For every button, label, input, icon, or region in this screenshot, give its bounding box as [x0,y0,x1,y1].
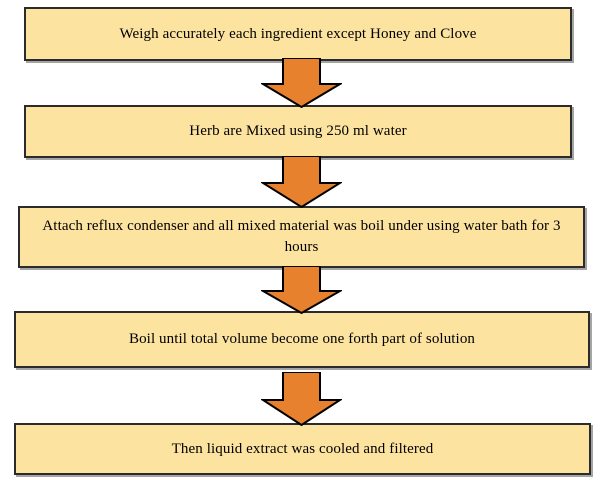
flowchart-node-label: Weigh accurately each ingredient except … [119,25,477,42]
flowchart-node-label: Attach reflux condenser and all mixed ma… [42,218,561,255]
flowchart-node-label: Boil until total volume become one forth… [128,331,476,347]
down-arrow-icon [261,372,342,426]
flowchart-node-step-2: Herb are Mixed using 250 ml water [24,105,572,158]
flowchart-node-step-5: Then liquid extract was cooled and filte… [14,423,591,475]
flowchart-node-step-1: Weigh accurately each ingredient except … [24,7,572,61]
flowchart-node-label: Herb are Mixed using 250 ml water [189,123,407,139]
flowchart-node-step-4: Boil until total volume become one forth… [14,311,590,368]
down-arrow-icon [261,58,342,108]
down-arrow-icon [261,156,342,208]
down-arrow-icon [261,266,342,314]
flowchart-node-step-3: Attach reflux condenser and all mixed ma… [18,206,585,268]
flowchart-node-label: Then liquid extract was cooled and filte… [171,440,434,457]
